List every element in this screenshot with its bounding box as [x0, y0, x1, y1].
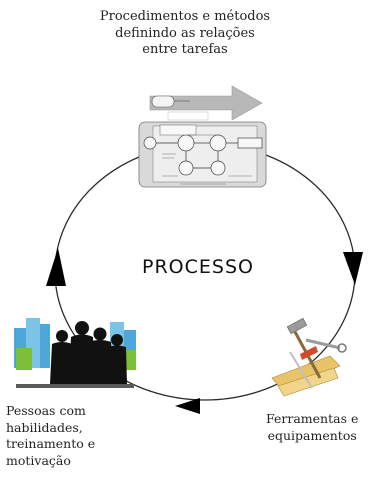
procedures-caption-line-2: definindo as relações	[115, 25, 255, 41]
arrow-head-right	[343, 252, 363, 285]
procedures-caption-line-3: entre tarefas	[142, 42, 228, 57]
arrow-head-left	[46, 248, 66, 286]
people-caption: Pessoas com habilidades, treinamento e m…	[6, 403, 95, 469]
tools-caption-line-1: Ferramentas e	[266, 411, 359, 426]
people-caption-line-3: treinamento e	[6, 436, 96, 451]
tools-caption-line-2: equipamentos	[267, 427, 357, 443]
process-title: PROCESSO	[142, 256, 254, 278]
procedures-caption: Procedimentos e métodos definindo as rel…	[90, 9, 280, 59]
people-caption-line-4: motivação	[6, 452, 71, 468]
business-people-icon	[14, 318, 136, 388]
people-caption-line-2: habilidades,	[6, 419, 83, 435]
tools-icon	[271, 317, 347, 397]
arrow-head-bottom	[175, 398, 200, 414]
procedures-caption-line-1: Procedimentos e métodos	[99, 9, 271, 24]
flowchart-diagram-icon	[138, 85, 267, 188]
tools-caption: Ferramentas e equipamentos	[266, 411, 358, 444]
people-caption-line-1: Pessoas com	[6, 403, 86, 418]
